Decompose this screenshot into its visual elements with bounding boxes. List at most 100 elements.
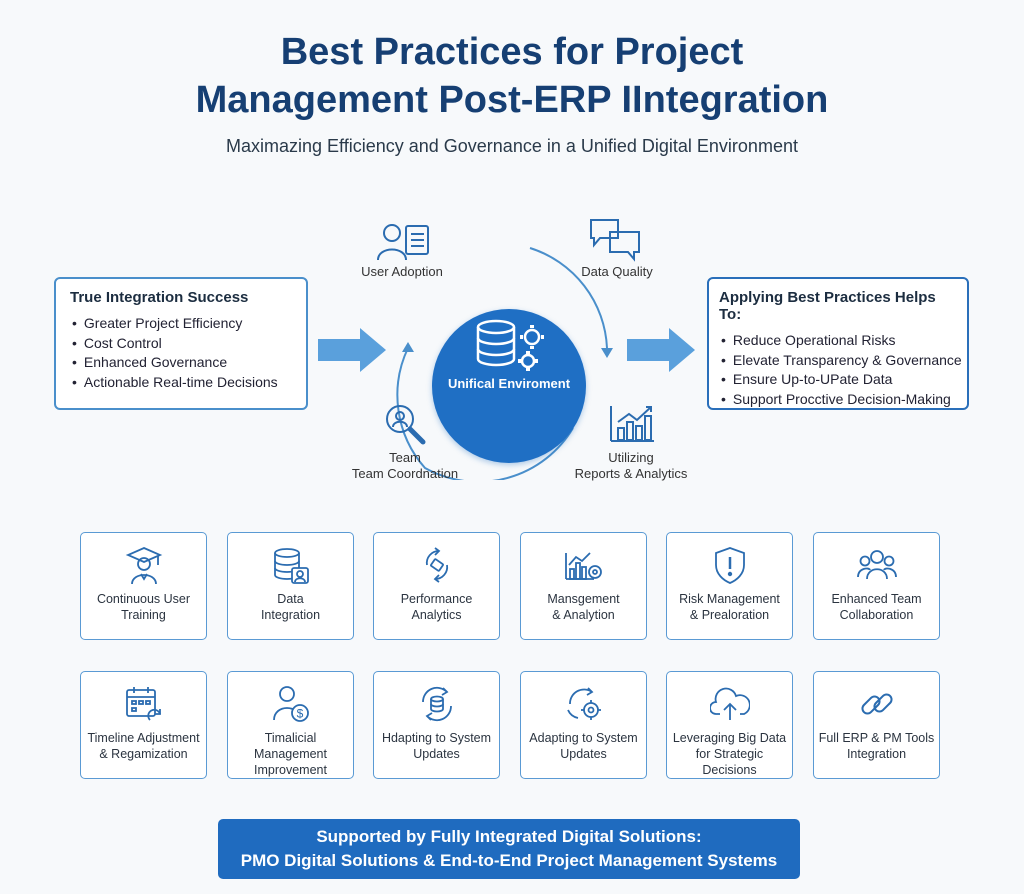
integration-success-panel: True Integration Success Greater Project… [54,277,308,410]
list-item: Reduce Operational Risks [719,331,957,351]
card-label-line-2: Improvement [254,763,327,777]
sync-gear-icon [567,687,601,720]
card-leveraging-big-data: Leveraging Big Data for Strategic Decisio… [666,671,793,779]
list-item: Greater Project Efficiency [70,314,292,334]
card-label: Risk Management & Prealoration [669,591,790,623]
right-arrow-icon [318,328,386,372]
card-label-line-2: & Prealoration [689,608,770,622]
team-label-line-2: Team Coordnation [351,466,459,481]
card-label: Leveraging Big Data for Strategic Decisio… [669,730,790,778]
chain-link-icon [861,693,893,715]
data-quality-label: Data Quality [581,264,653,279]
cloud-upload-icon [710,687,750,720]
card-label-line-2: & Analytion [552,608,615,622]
card-label-line-2: Analytics [411,608,462,622]
panel-list: Reduce Operational Risks Elevate Transpa… [719,331,962,410]
card-label: Timeline Adjustment & Regamization [83,730,204,762]
person-dollar-icon: $ [273,686,309,722]
list-item: Support Procctive Decision-Making [719,390,957,410]
card-label-line-1: Performance [400,592,473,606]
user-adoption-label: User Adoption [361,264,443,279]
card-label-line-2: Collaboration [839,608,914,622]
card-label: Mansgement & Analytion [523,591,644,623]
page-subtitle: Maximazing Efficiency and Governance in … [226,136,798,156]
card-label-line-1: Leveraging Big Data [672,731,787,745]
card-label-line-1: Continuous User [96,592,191,606]
title-line-1: Best Practices for Project [280,31,744,73]
magnifier-team-icon [386,405,426,445]
card-label-line-1: Data [277,592,304,606]
card-risk-management: Risk Management & Prealoration [666,532,793,640]
hub-label: Unifical Enviroment [447,376,571,391]
panel-title: Applying Best Practices Helps To: [719,289,936,323]
footer-line-1: Supported by Fully Integrated Digital So… [316,827,702,846]
list-item: Elevate Transparency & Governance [719,351,962,371]
chat-bubbles-icon [590,219,640,262]
card-label-line-2: for Strategic Decisions [695,747,764,777]
svg-text:$: $ [297,707,304,721]
card-label-line-2: Updates [560,747,607,761]
sync-database-icon [422,686,452,722]
card-label-line-1: Risk Management [679,592,780,606]
unified-environment-hub: Unifical Enviroment [432,309,586,463]
page-title: Best Practices for Project Management Po… [0,28,1024,124]
list-item: Cost Control [70,334,292,354]
database-gear-icon [476,319,544,371]
card-label-line-1: Timeline Adjustment [87,731,200,745]
user-document-icon [377,224,429,261]
team-label-line-1: Team [389,450,421,465]
card-label-line-1: Full ERP & PM Tools [818,731,935,745]
right-arrow-icon [627,328,695,372]
card-label-line-1: Adapting to System [529,731,638,745]
card-label-line-2: Integration [846,747,907,761]
card-label-line-2: & Regamization [99,747,188,761]
card-label-line-2: Updates [413,747,460,761]
chart-gear-icon [565,552,602,580]
card-label-line-2: Integration [260,608,321,622]
reports-analytics-label: Utilizing Reports & Analytics [566,450,696,482]
list-item: Ensure Up-to-UPate Data [719,370,957,390]
card-label-line-1: Hdapting to System [381,731,492,745]
team-coordination-label: Team Team Coordnation [345,450,465,482]
team-icon [857,550,897,580]
list-item: Actionable Real-time Decisions [70,373,292,393]
graduate-icon [125,547,163,585]
card-label-line-1: Enhanced Team [831,592,922,606]
card-label-line-2: Training [121,608,166,622]
footer-line-2: PMO Digital Solutions & End-to-End Proje… [240,851,778,870]
card-management-analytics: Mansgement & Analytion [520,532,647,640]
footer-banner: Supported by Fully Integrated Digital So… [218,819,800,879]
list-item: Enhanced Governance [70,353,292,373]
card-label-line-1: Timalicial Management [254,731,327,761]
shield-alert-icon [715,547,745,584]
utilizing-label-line-2: Reports & Analytics [574,466,688,481]
panel-title: True Integration Success [70,289,249,306]
card-label-line-1: Mansgement [547,592,620,606]
database-user-icon [274,548,309,584]
refresh-analytics-icon [425,547,449,583]
bar-chart-icon [610,406,654,442]
panel-list: Greater Project Efficiency Cost Control … [70,314,292,392]
title-line-2: Management Post-ERP IIntegration [195,79,829,121]
cycle-arrows [396,247,613,480]
card-timeline-adjustment: Timeline Adjustment & Regamization [80,671,207,779]
best-practices-benefits-panel: Applying Best Practices Helps To: Reduce… [707,277,969,410]
utilizing-label-line-1: Utilizing [608,450,654,465]
calendar-refresh-icon [126,687,161,721]
